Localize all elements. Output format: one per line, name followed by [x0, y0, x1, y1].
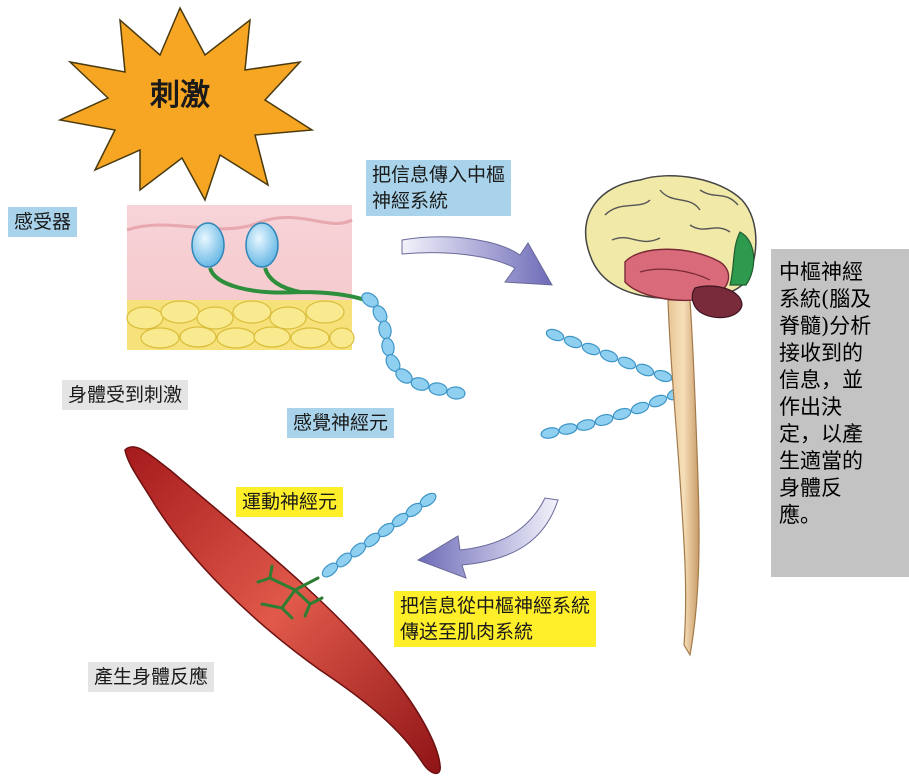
motor-end-plate: [256, 564, 324, 620]
receptor-label: 感受器: [8, 207, 78, 237]
motor-neuron-chain: [321, 492, 437, 578]
response-label: 產生身體反應: [88, 662, 215, 692]
cns-note-panel: 中樞神經 系統(腦及 脊髓)分析 接收到的 信息，並 作出決 定，以產 生適當的…: [771, 249, 909, 577]
fat-cells: [126, 300, 355, 349]
cns-neuron-chain-upper: [545, 328, 691, 386]
body-stimulated-label: 身體受到刺激: [62, 380, 189, 410]
to-cns-label: 把信息傳入中樞 神經系統: [366, 160, 512, 216]
stimulus-label: 刺激: [150, 78, 210, 113]
stimulus-star-shape: [57, 6, 315, 202]
sensory-neuron-chain: [361, 292, 466, 400]
arrow-to-cns: [401, 236, 553, 286]
spinal-cord: [667, 299, 700, 657]
motor-neuron-label: 運動神經元: [236, 487, 344, 517]
receptor-bulb-right: [245, 222, 279, 268]
receptor-bulb-left: [191, 222, 225, 268]
arrow-to-muscle: [416, 497, 559, 579]
cns-neuron-chain-lower: [540, 387, 686, 439]
to-muscle-label: 把信息從中樞神經系統 傳送至肌肉系統: [394, 591, 597, 647]
sensory-neuron-label: 感覺神經元: [287, 408, 395, 438]
cns-note-text: 中樞神經 系統(腦及 脊髓)分析 接收到的 信息，並 作出決 定，以產 生適當的…: [779, 260, 872, 527]
brain-illustration: [584, 175, 757, 319]
